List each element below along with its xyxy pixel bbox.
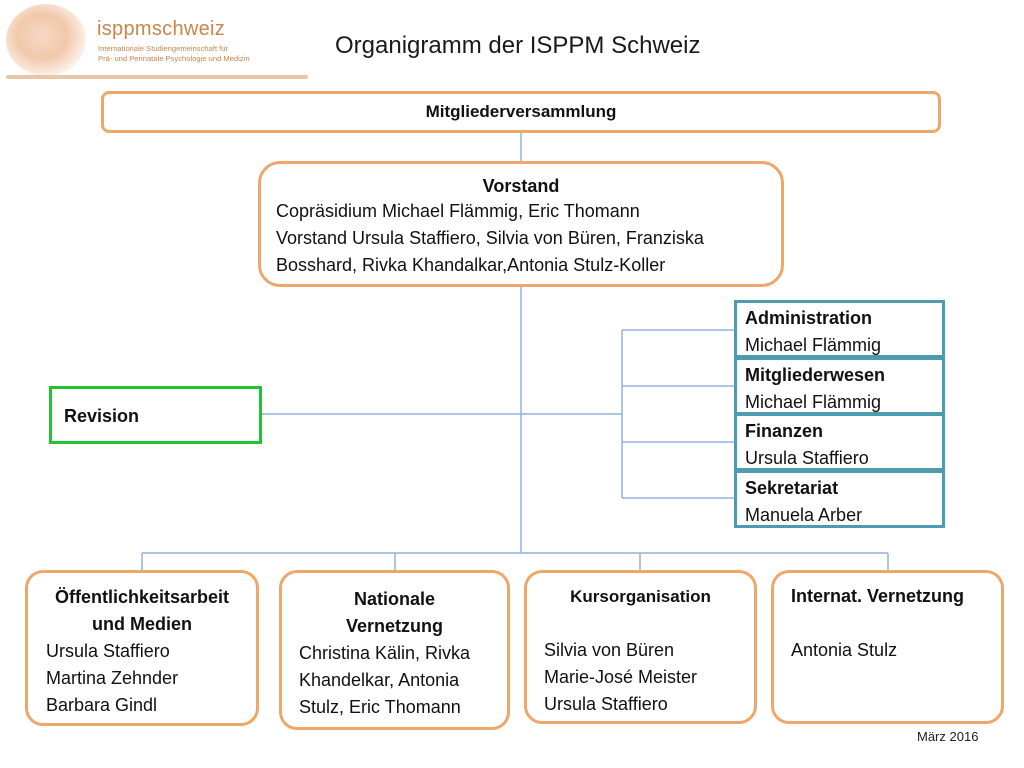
unit-member: Christina Kälin, Rivka [299,643,471,663]
unit-person: Ursula Staffiero [745,448,869,468]
logo-name: isppmschweiz [97,18,226,40]
unit-member: Ursula Staffiero [544,694,668,714]
unit-heading: Öffentlichkeitsarbeit [54,587,230,607]
revision-label: Revision [64,406,140,426]
unit-person: Michael Flämmig [745,335,882,355]
administration-box: Administration Michael Flämmig [734,300,945,358]
kursorganisation-box: Kursorganisation Silvia von Büren Marie-… [524,570,757,724]
vorstand-heading: Vorstand [482,176,560,196]
logo-tagline-2: Prä- und Perinatale Psychologie und Medi… [98,54,250,63]
mitgliederversammlung-box: Mitgliederversammlung [101,91,941,133]
unit-heading: Mitgliederwesen [745,365,886,385]
internat-vernetzung-box: Internat. Vernetzung Antonia Stulz [771,570,1004,724]
unit-person: Michael Flämmig [745,392,882,412]
unit-heading: Vernetzung [345,616,443,636]
unit-member: Antonia Stulz [791,640,898,660]
nationale-vernetzung-box: Nationale Vernetzung Christina Kälin, Ri… [279,570,510,730]
unit-person: Manuela Arber [745,505,863,525]
logo-emblem-icon [6,4,86,76]
unit-member: Marie-José Meister [544,667,698,687]
unit-heading: Kursorganisation [570,587,711,606]
unit-heading: Sekretariat [745,478,839,498]
unit-member: Barbara Gindl [46,695,158,715]
mitgliederwesen-box: Mitgliederwesen Michael Flämmig [734,357,945,415]
page-title: Organigramm der ISPPM Schweiz [335,32,701,59]
mitgliederversammlung-label: Mitgliederversammlung [425,102,617,121]
vorstand-line: Vorstand Ursula Staffiero, Silvia von Bü… [276,228,704,248]
revision-box: Revision [49,386,262,444]
finanzen-box: Finanzen Ursula Staffiero [734,413,945,471]
unit-heading: Finanzen [745,421,824,441]
unit-heading: Administration [745,308,873,328]
logo-tagline-1: Internationale Studiengemeinschaft für [98,44,229,53]
logo-underline [6,75,308,79]
unit-member: Martina Zehnder [46,668,179,688]
unit-heading: Nationale [353,589,436,609]
unit-heading: und Medien [92,614,192,634]
vorstand-line: Bosshard, Rivka Khandalkar,Antonia Stulz… [276,255,666,275]
unit-member: Ursula Staffiero [46,641,170,661]
unit-member: Stulz, Eric Thomann [299,697,461,717]
unit-heading: Internat. Vernetzung [791,586,965,606]
oeffentlichkeitsarbeit-box: Öffentlichkeitsarbeit und Medien Ursula … [25,570,259,726]
unit-member: Silvia von Büren [544,640,675,660]
footer-date: März 2016 [917,729,979,744]
unit-member: Khandelkar, Antonia [299,670,460,690]
sekretariat-box: Sekretariat Manuela Arber [734,470,945,528]
vorstand-box: Vorstand Copräsidium Michael Flämmig, Er… [258,161,784,287]
vorstand-line: Copräsidium Michael Flämmig, Eric Thoman… [276,201,640,221]
